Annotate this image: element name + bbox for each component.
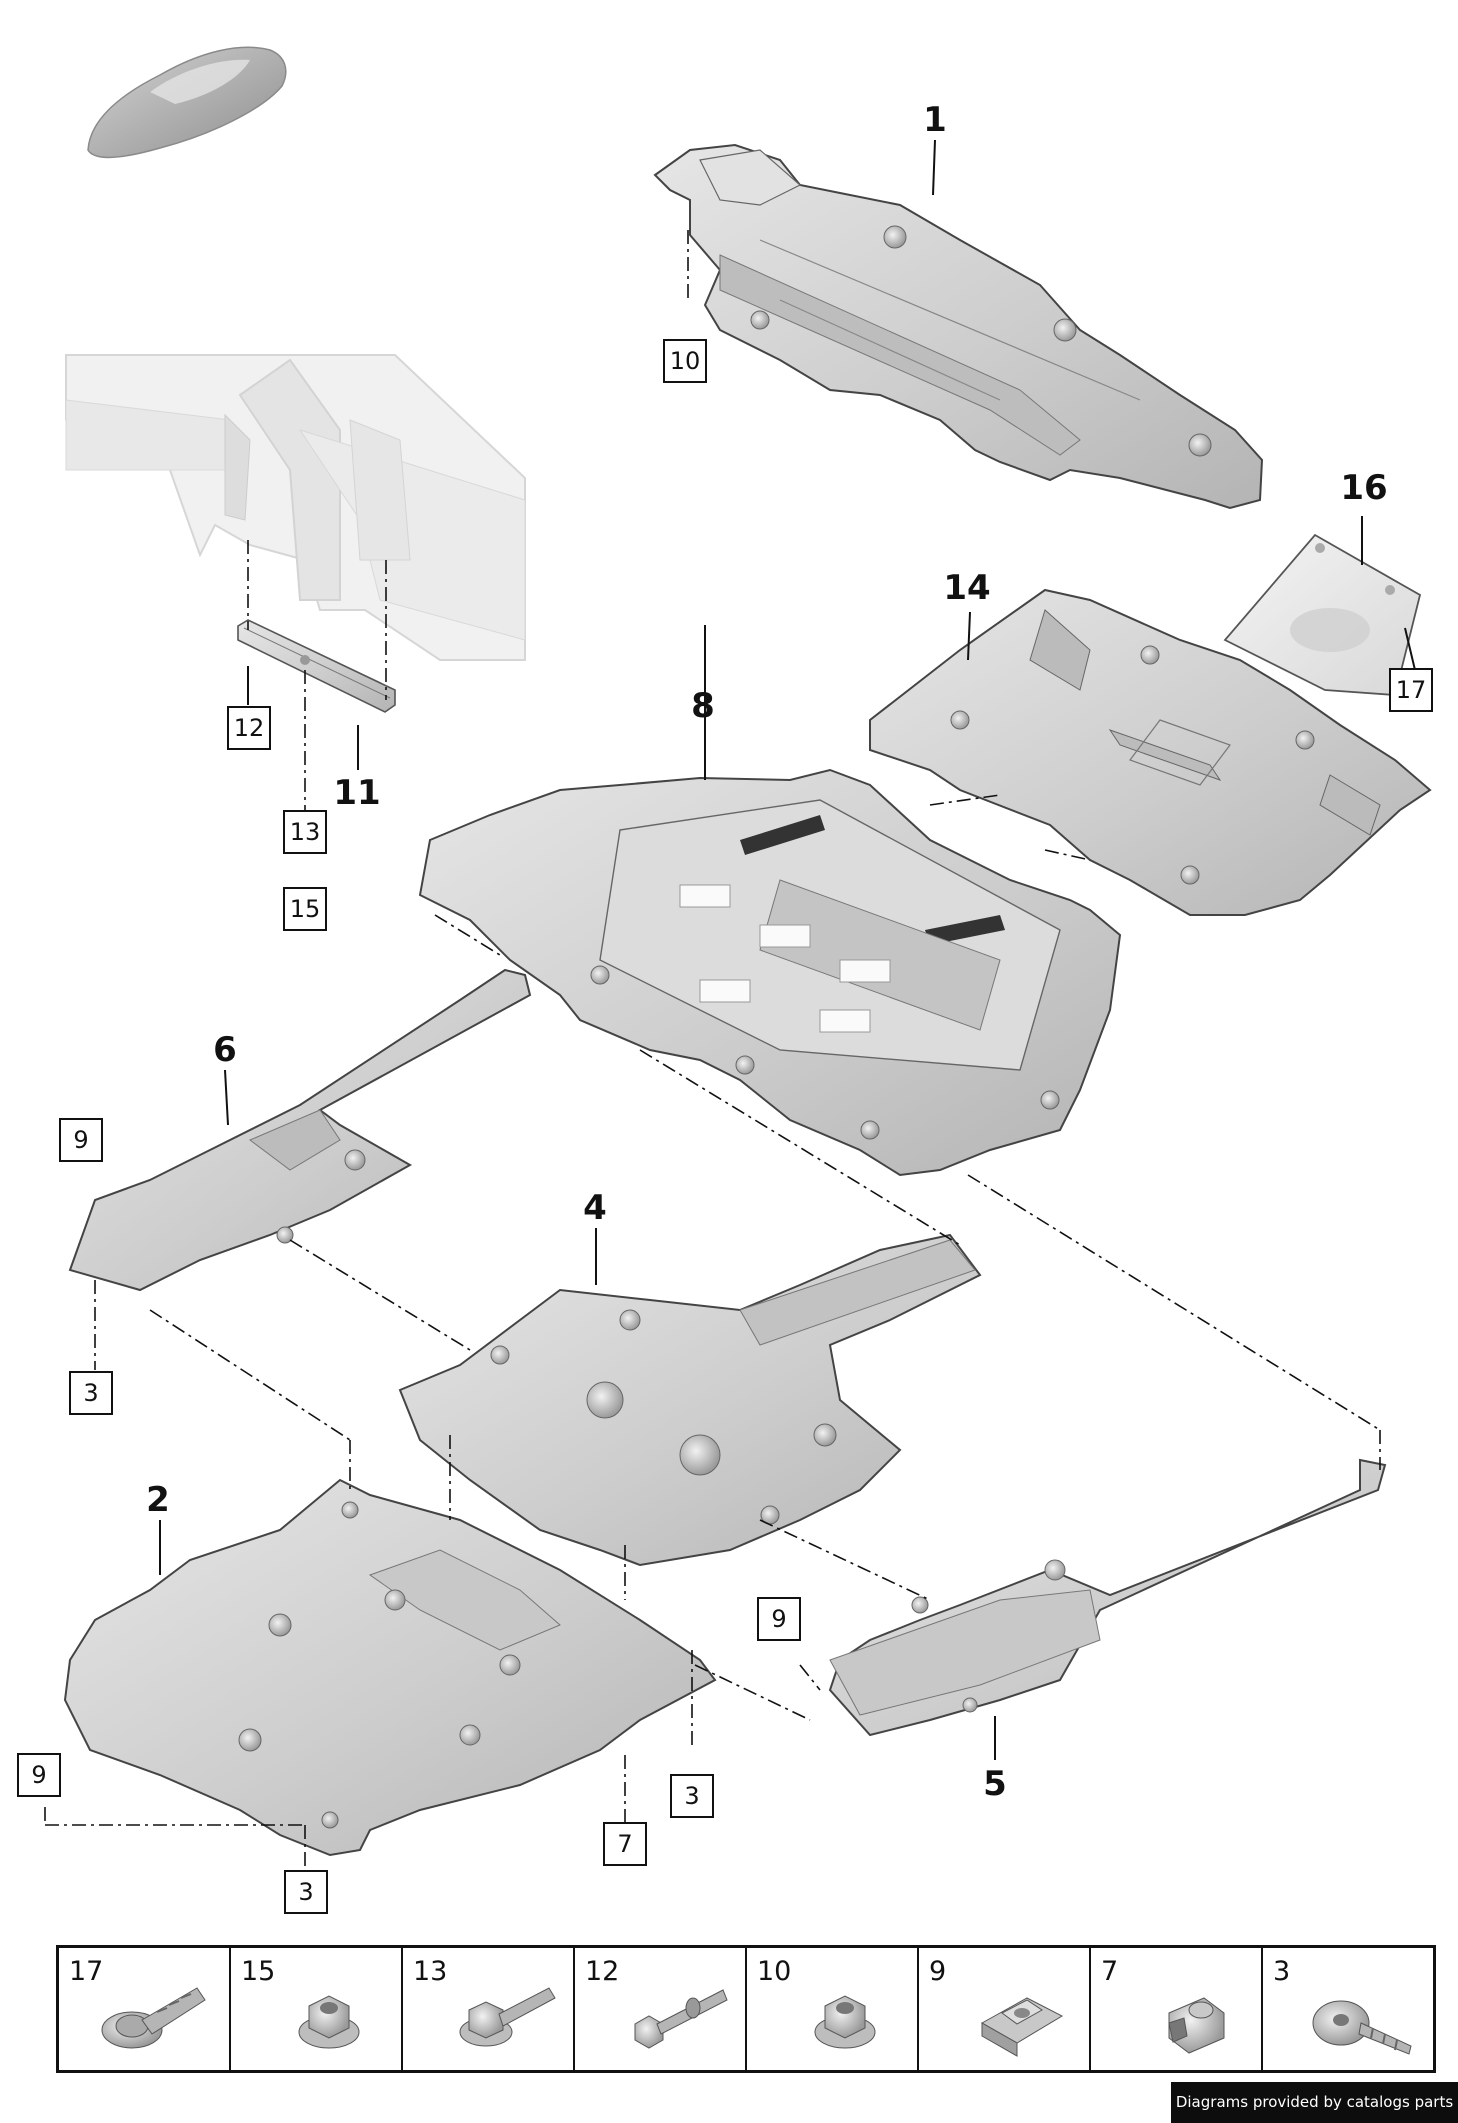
callout-11: 11 — [333, 773, 381, 813]
legend-cell-9: 9 — [919, 1948, 1091, 2070]
credit-banner: Diagrams provided by catalogs parts — [1171, 2082, 1458, 2123]
legend-cell-17: 17 — [59, 1948, 231, 2070]
legend-number: 9 — [929, 1956, 947, 1987]
fastener-box-3-left: 3 — [69, 1371, 113, 1415]
legend-cell-3: 3 — [1263, 1948, 1433, 2070]
hex-bolt-icon — [459, 1987, 556, 2047]
front-panel-part-2 — [63, 1478, 717, 1857]
flange-nut-icon — [814, 1995, 876, 2049]
fastener-box-10: 10 — [663, 339, 707, 383]
pan-head-screw-icon — [1312, 2000, 1412, 2055]
side-panel-part-5 — [828, 1458, 1387, 1737]
body-structure-ghost — [65, 354, 526, 661]
legend-number: 10 — [757, 1956, 792, 1987]
callout-1: 1 — [923, 100, 947, 140]
legend-cell-15: 15 — [231, 1948, 403, 2070]
bolt-with-washer-icon — [101, 1987, 206, 2049]
fastener-box-7: 7 — [603, 1822, 647, 1866]
stud-bolt-icon — [634, 1989, 728, 2049]
legend-cell-10: 10 — [747, 1948, 919, 2070]
bracket-part-11 — [237, 619, 396, 713]
callout-2: 2 — [146, 1480, 170, 1520]
fastener-box-12: 12 — [227, 706, 271, 750]
fastener-lines — [44, 230, 1381, 1870]
cage-nut-icon — [1168, 1997, 1225, 2054]
side-panel-part-6 — [68, 968, 532, 1292]
fastener-box-3-bottom: 3 — [284, 1870, 328, 1914]
cover-part-16 — [1223, 533, 1422, 696]
legend-cell-7: 7 — [1091, 1948, 1263, 2070]
center-panel-part-4 — [398, 1233, 982, 1567]
fastener-box-3-mid: 3 — [670, 1774, 714, 1818]
heat-shield-part-1 — [653, 143, 1264, 510]
legend-cell-13: 13 — [403, 1948, 575, 2070]
callout-8: 8 — [691, 686, 715, 726]
spring-clip-nut-icon — [980, 1997, 1064, 2057]
fastener-box-15: 15 — [283, 887, 327, 931]
legend-number: 7 — [1101, 1956, 1119, 1987]
callout-6: 6 — [213, 1030, 237, 1070]
legend-number: 3 — [1273, 1956, 1291, 1987]
fastener-box-9-right: 9 — [757, 1597, 801, 1641]
legend-number: 13 — [413, 1956, 448, 1987]
callout-4: 4 — [583, 1188, 607, 1228]
rear-panel-part-14 — [869, 588, 1432, 916]
legend-number: 12 — [585, 1956, 620, 1987]
callout-5: 5 — [983, 1764, 1007, 1804]
callout-16: 16 — [1340, 468, 1388, 508]
car-silhouette-icon — [87, 46, 287, 159]
legend-number: 17 — [69, 1956, 104, 1987]
fastener-legend: 17 15 13 12 10 — [56, 1945, 1436, 2073]
legend-cell-12: 12 — [575, 1948, 747, 2070]
callout-14: 14 — [943, 568, 991, 608]
flange-nut-icon — [298, 1995, 360, 2049]
leader-lines — [159, 139, 1416, 1760]
fastener-box-9-bottom: 9 — [17, 1753, 61, 1797]
fastener-box-13: 13 — [283, 810, 327, 854]
center-frame-part-8 — [418, 768, 1122, 1177]
legend-number: 15 — [241, 1956, 276, 1987]
fastener-box-17: 17 — [1389, 668, 1433, 712]
fastener-box-9-left: 9 — [59, 1118, 103, 1162]
